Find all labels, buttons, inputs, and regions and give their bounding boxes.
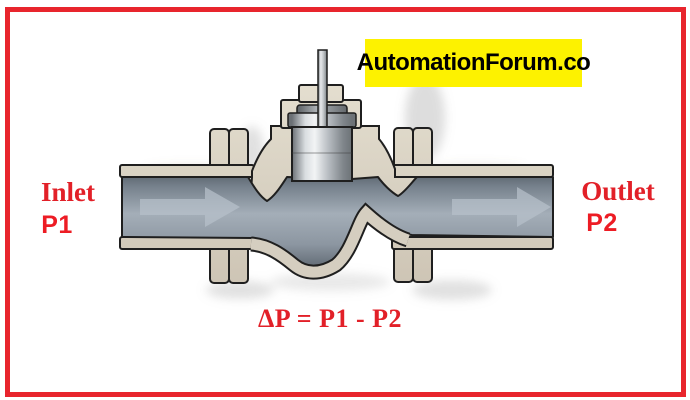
- flow-arrow-right: [452, 187, 551, 227]
- pressure-drop-formula: ΔP = P1 - P2: [258, 304, 402, 333]
- flow-arrow-left: [140, 187, 240, 227]
- valve-trim: [287, 49, 357, 182]
- valve-body-bottom-wall: [250, 202, 411, 280]
- valve-plug: [291, 126, 353, 182]
- brand-text: AutomationForum.co: [356, 49, 591, 76]
- outlet-pressure-label: P2: [586, 209, 618, 237]
- valve-stem: [317, 49, 328, 130]
- pipe-right-top-wall: [391, 164, 554, 178]
- inlet-label: Inlet: [41, 177, 95, 207]
- flow-arrows: [140, 187, 551, 227]
- pipe-left-top-wall: [119, 164, 255, 178]
- outlet-label: Outlet: [581, 176, 655, 206]
- brand-badge: AutomationForum.co: [357, 39, 591, 87]
- inlet-pressure-label: P1: [41, 211, 73, 239]
- pipe-right-bottom-wall: [391, 236, 554, 250]
